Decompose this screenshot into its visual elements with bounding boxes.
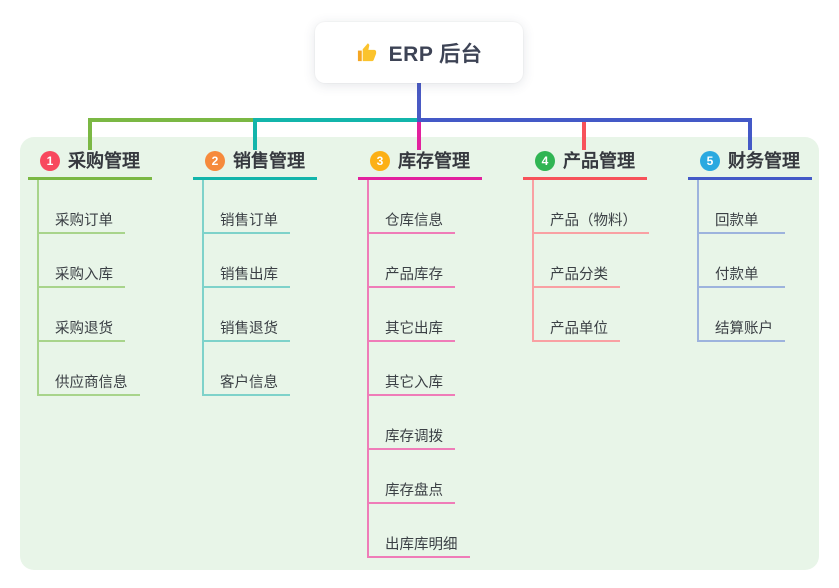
- mindmap-node-item[interactable]: 采购订单: [39, 180, 125, 234]
- connector-trunk-teal: [253, 118, 417, 122]
- branch-item-list: 采购订单 采购入库 采购退货 供应商信息: [37, 180, 152, 396]
- branch-title: 财务管理: [728, 151, 800, 171]
- mindmap-node-item[interactable]: 供应商信息: [39, 342, 140, 396]
- mindmap-node-item[interactable]: 其它出库: [369, 288, 455, 342]
- mindmap-node-item[interactable]: 采购退货: [39, 288, 125, 342]
- mindmap-node-item[interactable]: 产品分类: [534, 234, 620, 288]
- mindmap-node-item[interactable]: 产品单位: [534, 288, 620, 342]
- mindmap-node-item[interactable]: 销售出库: [204, 234, 290, 288]
- branch-title: 库存管理: [398, 151, 470, 171]
- branch-node-inventory[interactable]: 3 库存管理: [358, 147, 482, 180]
- branch-node-product[interactable]: 4 产品管理: [523, 147, 647, 180]
- branch-item-list: 仓库信息 产品库存 其它出库 其它入库 库存调拨 库存盘点 出库库明细: [367, 180, 482, 558]
- branch-title: 销售管理: [233, 151, 305, 171]
- connector-drop-purchase: [88, 122, 92, 150]
- mindmap-node-item[interactable]: 付款单: [699, 234, 785, 288]
- branch-number-badge: 3: [370, 151, 390, 171]
- branch-number-badge: 5: [700, 151, 720, 171]
- branch-title: 采购管理: [68, 151, 140, 171]
- mindmap-node-item[interactable]: 结算账户: [699, 288, 785, 342]
- branch-item-list: 产品（物料） 产品分类 产品单位: [532, 180, 649, 342]
- branch-number-badge: 4: [535, 151, 555, 171]
- branches-panel: [20, 137, 819, 570]
- mindmap-node-item[interactable]: 库存调拨: [369, 396, 455, 450]
- connector-drop-inventory: [417, 122, 421, 150]
- branch-number-badge: 2: [205, 151, 225, 171]
- mindmap-node-item[interactable]: 产品库存: [369, 234, 455, 288]
- branch-finance: 5 财务管理 回款单 付款单 结算账户: [688, 147, 812, 342]
- branch-node-sales[interactable]: 2 销售管理: [193, 147, 317, 180]
- mindmap-node-item[interactable]: 回款单: [699, 180, 785, 234]
- mindmap-node-item[interactable]: 销售订单: [204, 180, 290, 234]
- branch-item-list: 回款单 付款单 结算账户: [697, 180, 812, 342]
- branch-product: 4 产品管理 产品（物料） 产品分类 产品单位: [523, 147, 649, 342]
- branch-sales: 2 销售管理 销售订单 销售出库 销售退货 客户信息: [193, 147, 317, 396]
- connector-trunk-green: [88, 118, 255, 122]
- branch-node-purchase[interactable]: 1 采购管理: [28, 147, 152, 180]
- connector-drop-finance: [748, 122, 752, 150]
- root-node[interactable]: ERP 后台: [315, 22, 523, 83]
- mindmap-node-item[interactable]: 销售退货: [204, 288, 290, 342]
- mindmap-node-item[interactable]: 采购入库: [39, 234, 125, 288]
- branch-number-badge: 1: [40, 151, 60, 171]
- branch-inventory: 3 库存管理 仓库信息 产品库存 其它出库 其它入库 库存调拨 库存盘点 出库库…: [358, 147, 482, 558]
- mindmap-node-item[interactable]: 产品（物料）: [534, 180, 649, 234]
- mindmap-node-item[interactable]: 库存盘点: [369, 450, 455, 504]
- connector-drop-sales: [253, 122, 257, 150]
- connector-drop-product: [582, 122, 586, 150]
- connector-trunk-blue: [417, 118, 752, 122]
- branch-purchase: 1 采购管理 采购订单 采购入库 采购退货 供应商信息: [28, 147, 152, 396]
- branch-title: 产品管理: [563, 151, 635, 171]
- branch-node-finance[interactable]: 5 财务管理: [688, 147, 812, 180]
- root-node-label: ERP 后台: [388, 42, 483, 66]
- mindmap-node-item[interactable]: 其它入库: [369, 342, 455, 396]
- mindmap-node-item[interactable]: 客户信息: [204, 342, 290, 396]
- thumbs-up-icon: [357, 43, 376, 62]
- mindmap-node-item[interactable]: 仓库信息: [369, 180, 455, 234]
- branch-item-list: 销售订单 销售出库 销售退货 客户信息: [202, 180, 317, 396]
- connector-root-drop: [417, 83, 421, 119]
- mindmap-node-item[interactable]: 出库库明细: [369, 504, 470, 558]
